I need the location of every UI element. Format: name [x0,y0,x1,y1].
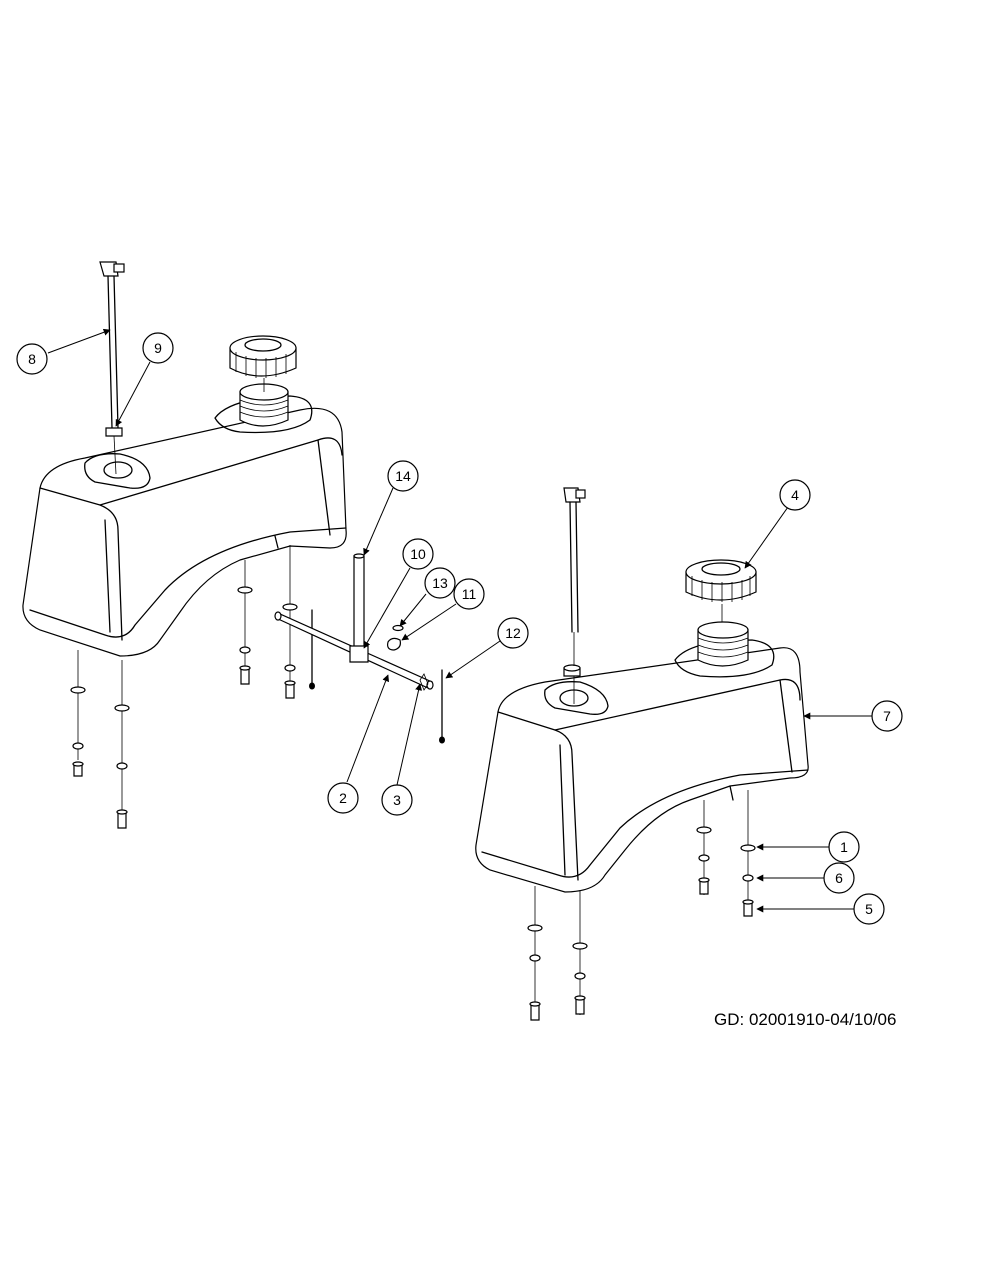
svg-text:8: 8 [28,351,36,367]
callout-12: 12 [497,617,529,649]
left-fuel-cap [229,335,297,392]
callout-7: 7 [871,700,903,732]
left-tank-hardware [70,545,315,829]
svg-text:5: 5 [865,901,873,917]
svg-text:7: 7 [883,708,891,724]
right-fuel-tank [475,639,809,893]
callout-13: 13 [424,567,456,599]
callout-9: 9 [142,332,174,364]
callout-8: 8 [16,343,48,375]
left-fuel-sender [99,261,125,475]
callout-11: 11 [453,578,485,610]
callout-4: 4 [779,479,811,511]
svg-text:9: 9 [154,340,162,356]
svg-text:1: 1 [840,839,848,855]
callout-10: 10 [402,538,434,570]
callout-14: 14 [387,460,419,492]
callout-2: 2 [327,782,359,814]
svg-text:12: 12 [505,625,521,641]
callout-3: 3 [381,784,413,816]
leader-lines [47,328,872,913]
callout-5: 5 [853,893,885,925]
svg-text:14: 14 [395,468,411,484]
svg-text:6: 6 [835,870,843,886]
callout-6: 6 [823,862,855,894]
right-fuel-cap [685,559,757,622]
svg-text:4: 4 [791,487,799,503]
right-tank-hardware [527,790,756,1021]
right-fuel-sender [563,487,586,704]
drawing-code: GD: 02001910-04/10/06 [714,1010,897,1029]
svg-text:2: 2 [339,790,347,806]
left-fuel-tank [22,395,347,657]
fuel-line-assembly [274,553,445,744]
svg-text:3: 3 [393,792,401,808]
svg-text:11: 11 [462,586,477,602]
svg-text:13: 13 [432,575,448,591]
callout-1: 1 [828,831,860,863]
svg-text:10: 10 [410,546,426,562]
right-filler-neck [697,621,749,667]
